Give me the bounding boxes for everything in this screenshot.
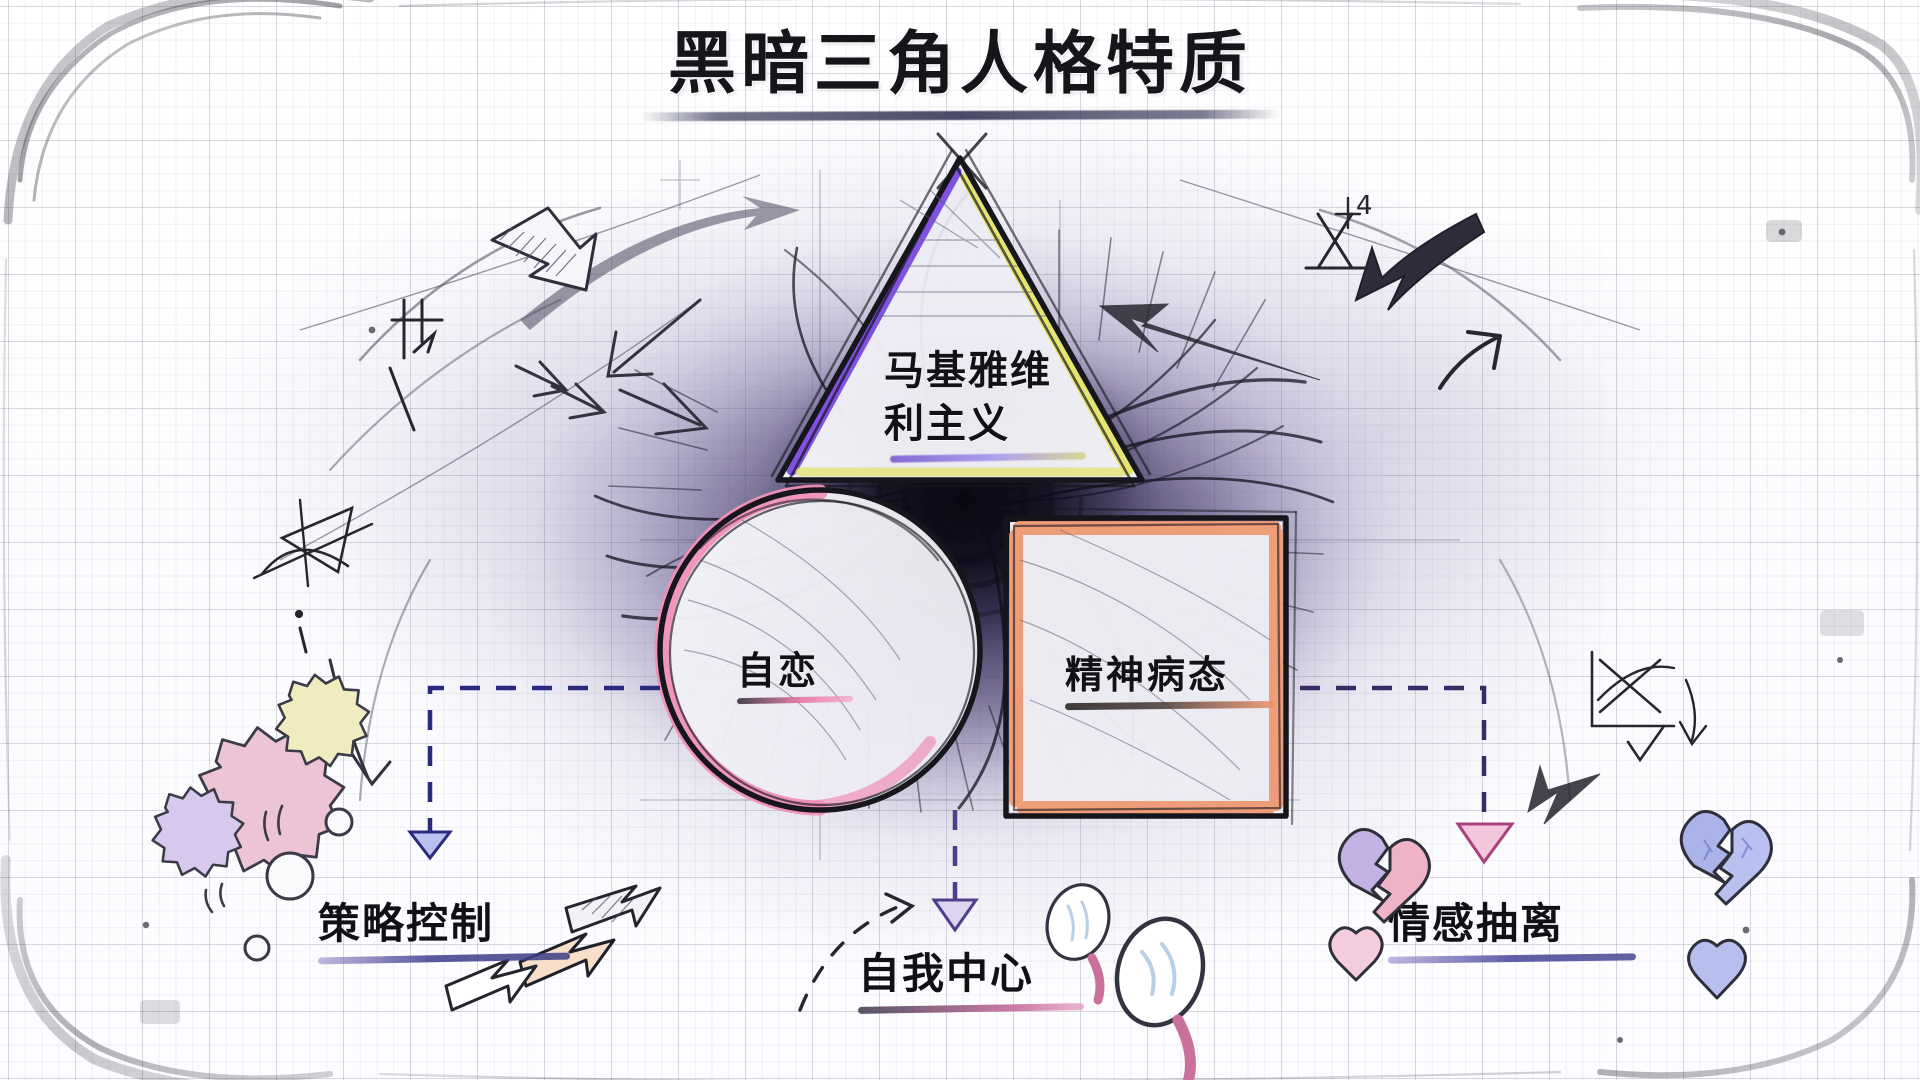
- square-label: 精神病态: [1064, 644, 1276, 711]
- triangle-label-line1: 马基雅维: [884, 348, 1052, 394]
- square-label-text: 精神病态: [1065, 653, 1230, 697]
- circle-label-text: 自恋: [737, 649, 820, 693]
- callout-self-centered[interactable]: 自我中心: [857, 940, 1085, 1014]
- page-title-underline: [639, 110, 1281, 122]
- callout-self-centered-label: 自我中心: [858, 949, 1035, 998]
- circle-label: 自恋: [736, 640, 854, 705]
- callout-emotional-detachment[interactable]: 情感抽离: [1387, 890, 1637, 964]
- dark-smoke-cloud: [420, 190, 1540, 890]
- circle-label-underline: [736, 695, 854, 705]
- triangle-label: 马基雅维 利主义: [884, 345, 1087, 463]
- square-label-underline: [1064, 700, 1276, 711]
- page-title-text: 黑暗三角人格特质: [667, 25, 1252, 104]
- page-title: 黑暗三角人格特质: [0, 25, 1920, 122]
- callout-strategic-control-label: 策略控制: [318, 899, 495, 948]
- triangle-label-line2: 利主义: [884, 400, 1010, 447]
- callout-strategic-control[interactable]: 策略控制: [317, 890, 571, 965]
- callout-emotional-detachment-label: 情感抽离: [1388, 899, 1565, 948]
